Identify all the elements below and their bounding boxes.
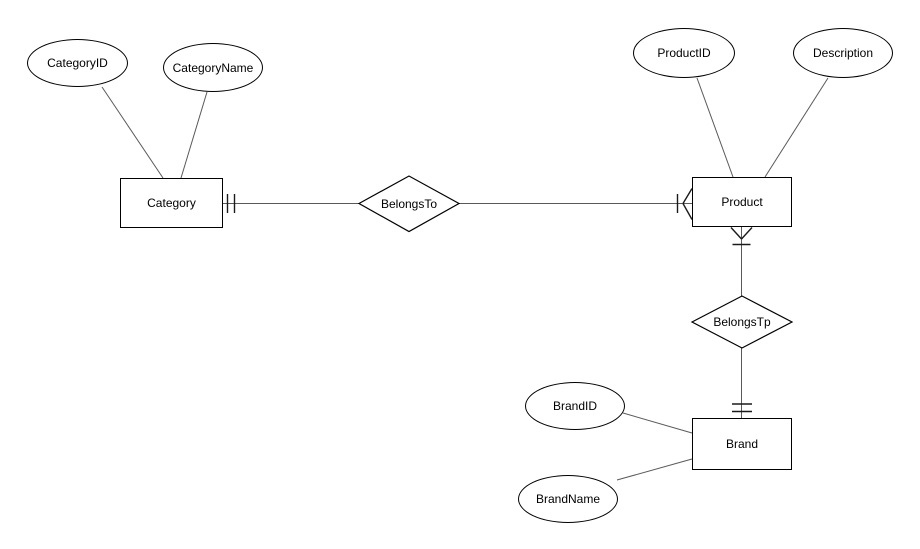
attribute-categoryid-label: CategoryID — [47, 56, 108, 70]
cardinality-product-left-crowfoot-lower — [682, 203, 693, 220]
entity-brand[interactable]: Brand — [692, 418, 792, 470]
attribute-description-label: Description — [812, 46, 874, 60]
attribute-description[interactable]: Description — [793, 28, 893, 78]
entity-category[interactable]: Category — [120, 178, 223, 228]
entity-category-label: Category — [147, 196, 196, 210]
attribute-brandid-label: BrandID — [552, 399, 598, 413]
relationship-diamond-belongsto[interactable] — [357, 175, 461, 233]
attribute-categoryname-label: CategoryName — [172, 60, 254, 75]
edge-description-product — [764, 77, 829, 178]
entity-product-label: Product — [721, 195, 763, 209]
entity-product[interactable]: Product — [692, 177, 792, 227]
cardinality-product-left-crowfoot-upper — [682, 188, 693, 204]
edge-categoryid-category — [101, 86, 164, 179]
attribute-categoryid[interactable]: CategoryID — [27, 39, 128, 87]
attribute-brandid[interactable]: BrandID — [525, 382, 625, 430]
relationship-diamond-belongstp[interactable] — [690, 295, 794, 349]
entity-brand-label: Brand — [725, 437, 759, 451]
attribute-brandname[interactable]: BrandName — [518, 475, 618, 523]
cardinality-product-bottom-crowfoot-left — [730, 227, 743, 240]
edge-brandname-brand — [616, 458, 693, 481]
attribute-productid[interactable]: ProductID — [633, 28, 735, 78]
attribute-categoryname[interactable]: CategoryName — [163, 43, 263, 92]
edge-categoryname-category — [180, 91, 208, 179]
attribute-productid-label: ProductID — [657, 46, 711, 60]
edge-brandid-brand — [622, 412, 693, 434]
cardinality-product-bottom-crowfoot-right — [740, 227, 753, 240]
edge-productid-product — [696, 77, 734, 178]
attribute-brandname-label: BrandName — [535, 492, 601, 506]
